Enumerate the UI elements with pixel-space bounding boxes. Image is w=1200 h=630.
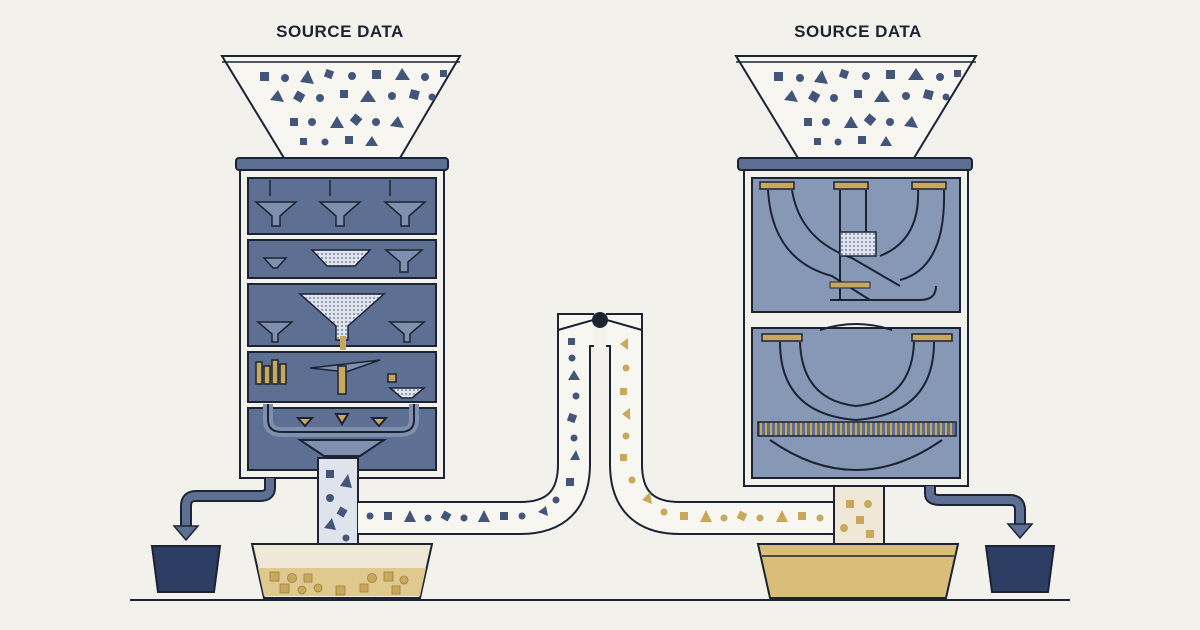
- right-output-chute: [833, 485, 885, 547]
- left-tier-2-filters: [262, 249, 425, 273]
- left-reject-bucket: [150, 545, 222, 593]
- left-hopper: [220, 55, 462, 159]
- left-tier-4-sorter: [255, 359, 427, 399]
- left-lid: [235, 157, 449, 171]
- left-machine: [150, 55, 462, 599]
- left-output-basin: [250, 543, 434, 599]
- left-tier-3-sieve: [255, 293, 427, 350]
- left-source-data-label: SOURCE DATA: [276, 22, 404, 41]
- left-tier-1-funnels: [254, 180, 427, 227]
- right-upper-outlet: [829, 281, 871, 289]
- right-lower-chamber: [751, 327, 961, 479]
- right-lid: [737, 157, 973, 171]
- right-upper-inlets: [759, 181, 947, 190]
- right-output-basin: [756, 543, 960, 599]
- right-waste-pipe: [924, 486, 1034, 540]
- right-lower-inlets: [761, 333, 953, 342]
- left-output-chute: [317, 457, 359, 559]
- right-collector: [769, 439, 943, 471]
- left-tier-5-pipes: [263, 404, 419, 457]
- right-machine: [734, 55, 1056, 599]
- right-arm-particles: [620, 338, 824, 522]
- central-exchange-pipes: [358, 312, 840, 535]
- right-bowl: [779, 323, 935, 422]
- right-hopper: [734, 55, 978, 159]
- left-arm-particles: [366, 338, 580, 522]
- right-reject-bucket: [984, 545, 1056, 593]
- right-source-data-label: SOURCE DATA: [794, 22, 922, 41]
- left-waste-pipe: [172, 478, 276, 542]
- right-filter-comb: [757, 421, 957, 437]
- right-upper-sieve: [839, 231, 877, 257]
- junction-node: [592, 312, 608, 328]
